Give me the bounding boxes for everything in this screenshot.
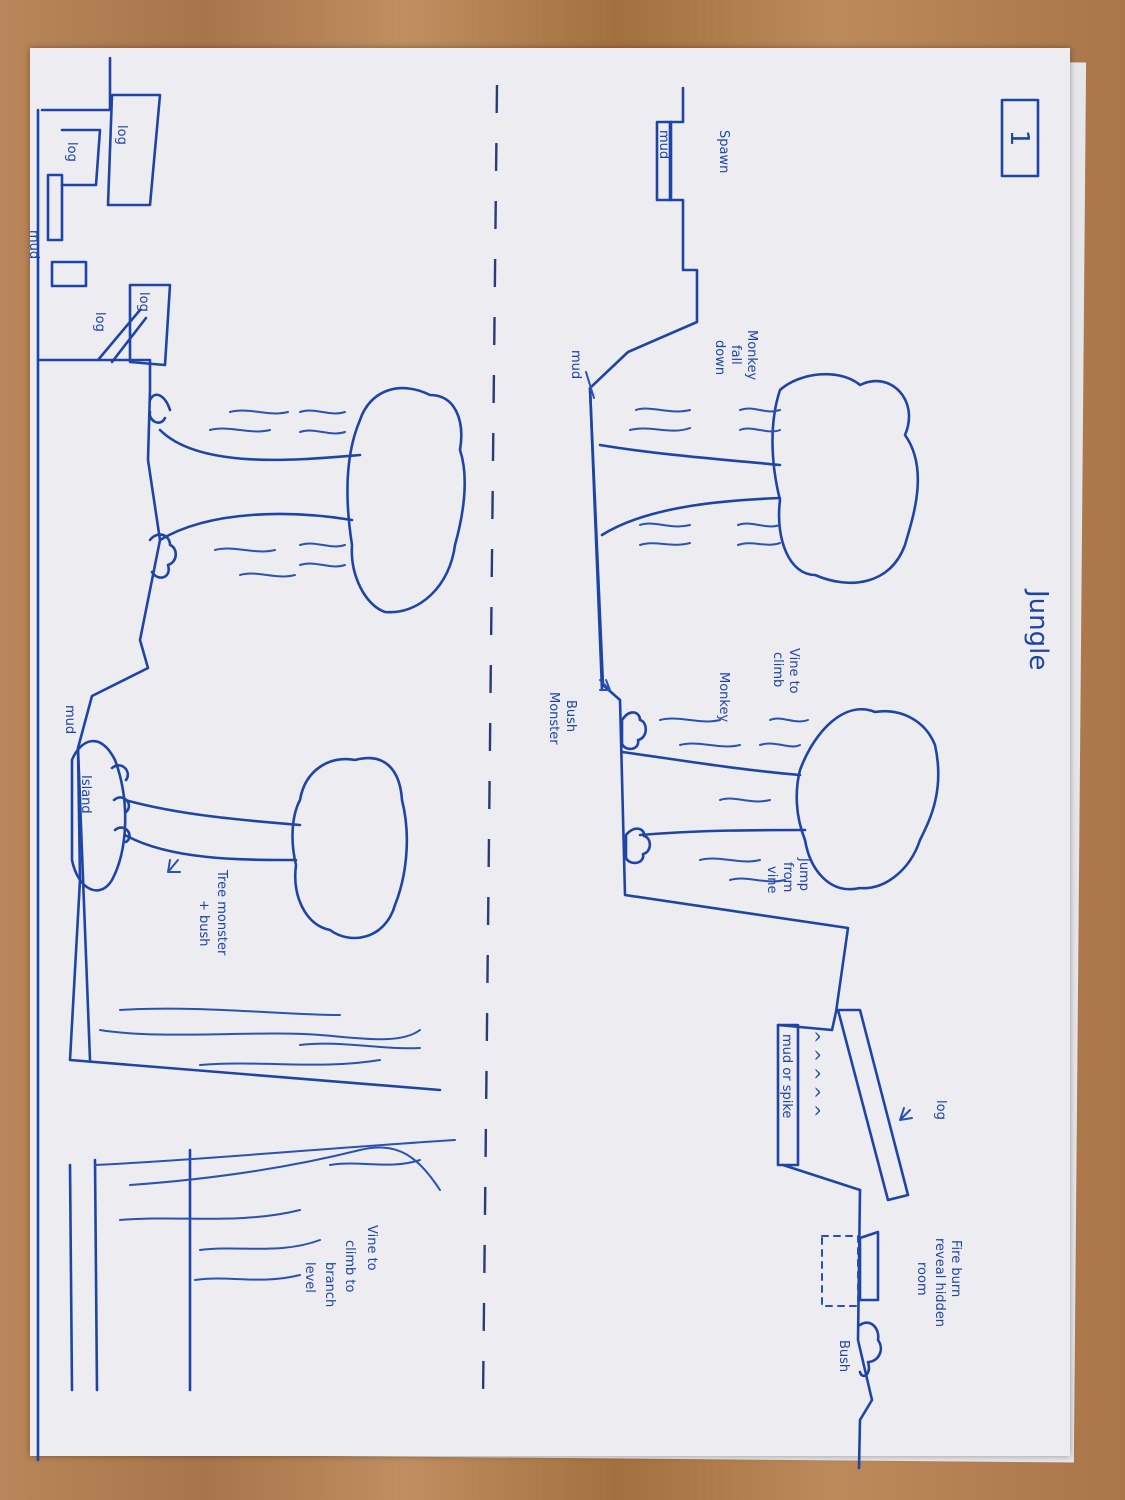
vines-lower	[68, 1007, 456, 1392]
log-label-2: log	[64, 142, 79, 162]
svg-text:Fire burn: Fire burn	[948, 1240, 963, 1297]
bush-monster-2	[624, 827, 652, 865]
bush-monster-1	[620, 711, 648, 751]
mud-channel	[76, 746, 92, 1062]
svg-text:from: from	[780, 862, 795, 892]
svg-text:Monkey: Monkey	[744, 330, 759, 380]
svg-text:room: room	[914, 1262, 929, 1296]
svg-text:Vine to: Vine to	[364, 1225, 379, 1271]
spawn-label: Spawn	[716, 130, 731, 173]
svg-text:reveal hidden: reveal hidden	[932, 1238, 947, 1327]
vine-climb-branch-note: Vine to climb to branch level	[302, 1225, 379, 1307]
svg-text:Bush: Bush	[563, 700, 578, 732]
terrain-lower	[36, 56, 442, 1462]
spike-pit: mud or spike ^ ^ ^ ^ ^	[776, 1023, 862, 1192]
mud-box-top	[655, 120, 673, 202]
svg-text:climb to: climb to	[342, 1240, 357, 1293]
mud-label-top: mud	[656, 130, 671, 159]
log-label-4: log	[92, 312, 107, 332]
log-label-right: log	[933, 1100, 948, 1120]
spikes: ^ ^ ^ ^ ^	[804, 1030, 823, 1117]
tree-lower-2: Tree monster + bush	[123, 756, 409, 956]
svg-text:branch: branch	[322, 1262, 337, 1307]
page-number: 1	[1004, 130, 1034, 147]
svg-text:Vine to: Vine to	[786, 648, 801, 694]
mud-label-slope: mud	[568, 350, 583, 379]
section-divider	[481, 84, 499, 1401]
log-label-1: log	[114, 125, 129, 145]
fire-burn-note: Fire burn reveal hidden room	[914, 1238, 963, 1327]
hidden-room	[821, 1235, 859, 1307]
log-bridge: log	[836, 1008, 948, 1202]
level-title: Jungle	[1023, 588, 1053, 670]
tree-monster-label-1: Tree monster	[214, 869, 229, 956]
island: Island mud	[62, 705, 131, 892]
svg-text:level: level	[302, 1262, 317, 1293]
svg-text:vine: vine	[764, 866, 779, 894]
terrain-upper	[588, 86, 874, 1470]
jump-from-vine-note: Jump from vine	[764, 857, 811, 894]
bush-label: Bush	[836, 1340, 851, 1372]
vine-to-climb-note: Vine to climb	[770, 648, 801, 694]
page-number-box: 1	[1000, 98, 1040, 178]
burnable-block	[858, 1230, 880, 1302]
bush-right	[858, 1321, 883, 1378]
bush-monster-note: Bush Monster	[546, 679, 611, 745]
svg-text:fall: fall	[728, 345, 743, 365]
mud-layer-slope	[588, 386, 604, 692]
mud-arrow	[585, 371, 595, 399]
mud-label-island: mud	[62, 705, 77, 734]
svg-text:climb: climb	[770, 652, 785, 687]
paper-sheet	[30, 48, 1070, 1456]
mud-or-spikes-label: mud or spike	[779, 1034, 794, 1118]
log-label-3: log	[136, 292, 151, 312]
tree-lower-1	[148, 386, 466, 614]
tree-upper-2	[620, 708, 940, 891]
tree-upper-1	[598, 372, 920, 585]
mud-label-left: mud	[26, 230, 41, 259]
monkey-label: Monkey	[716, 672, 731, 722]
svg-text:down: down	[712, 340, 727, 375]
svg-text:Jump: Jump	[796, 857, 811, 891]
tree-monster-label-2: + bush	[196, 900, 211, 947]
svg-text:Monster: Monster	[546, 692, 561, 745]
log-platforms-top: log log mud log log	[26, 93, 172, 367]
monkey-fall-down-note: Monkey fall down	[712, 330, 759, 380]
island-label: Island	[78, 775, 93, 814]
